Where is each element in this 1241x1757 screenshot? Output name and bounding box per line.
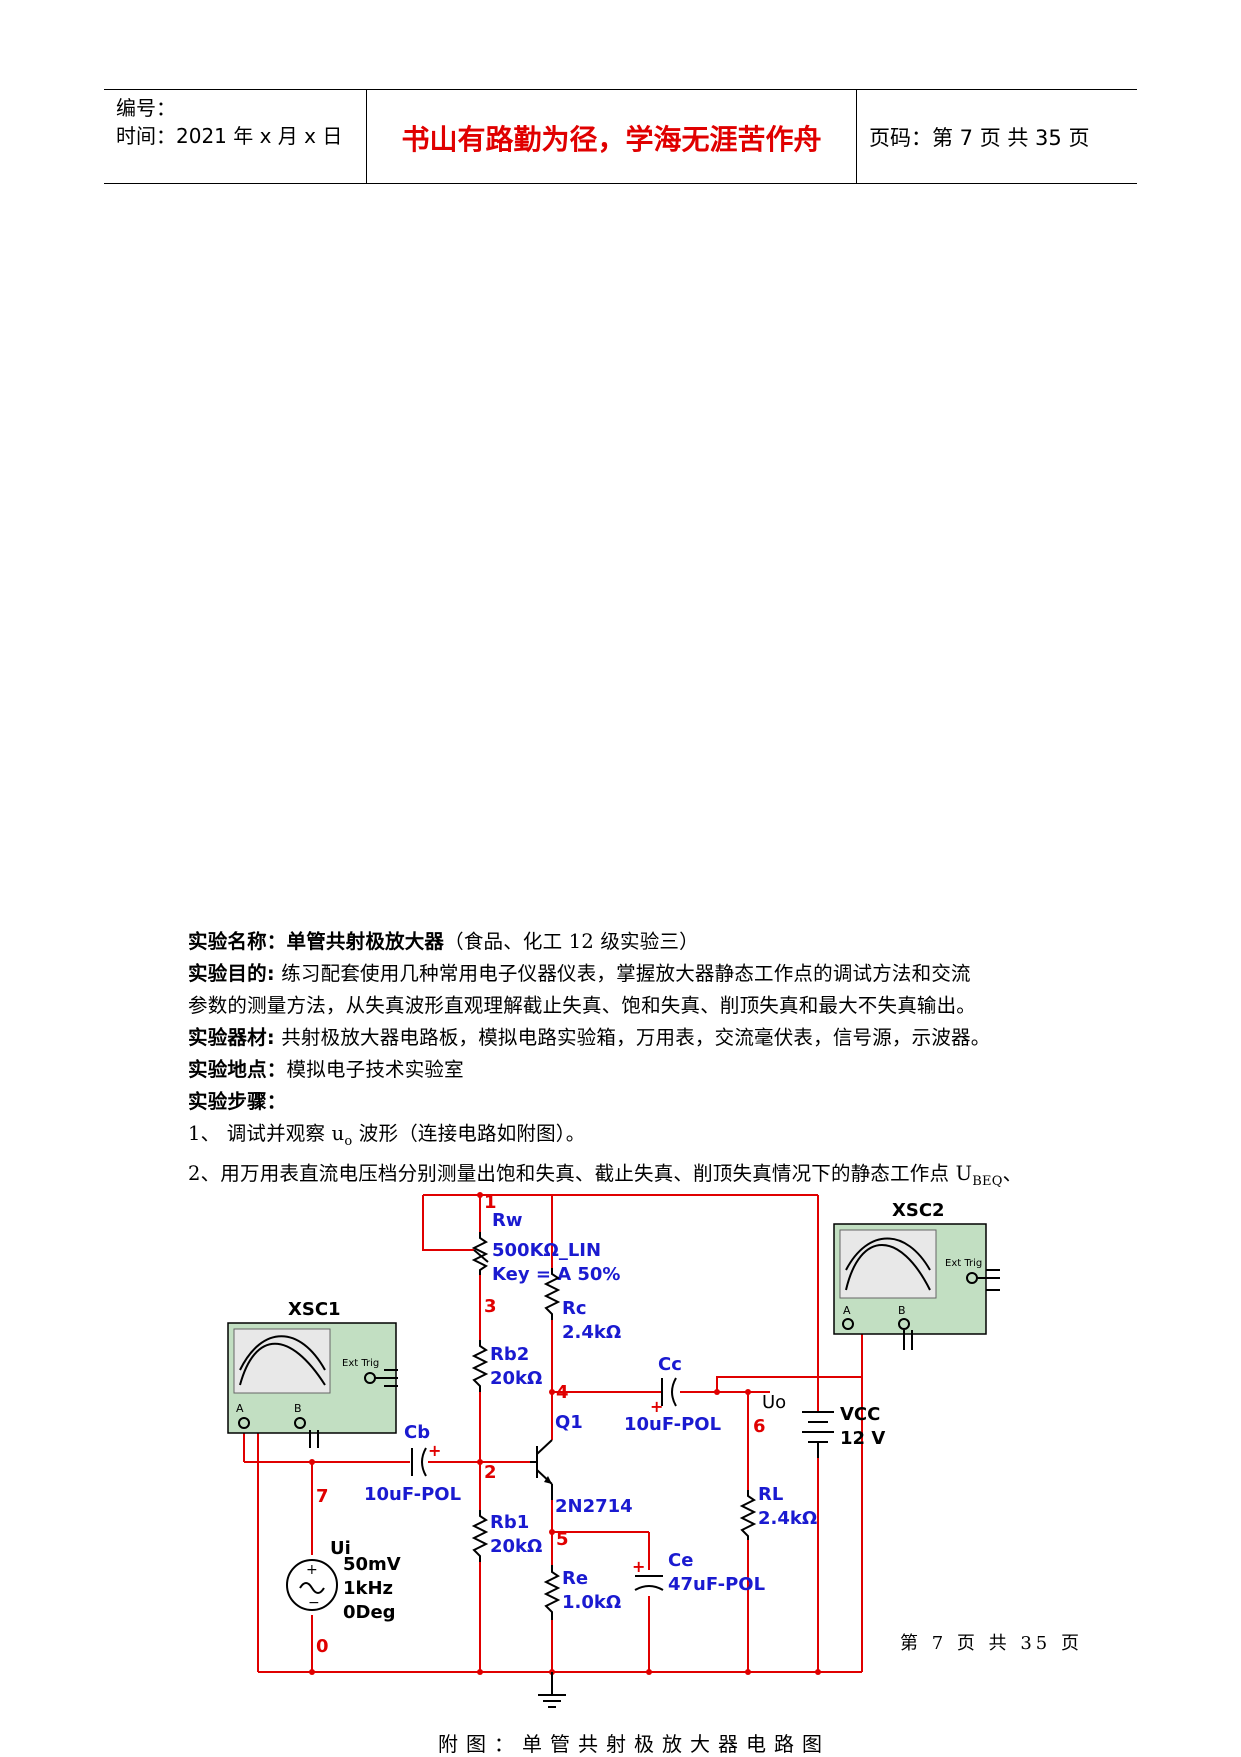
potentiometer-rw: Rw 500KΩ_LIN Key = A 50%	[471, 1210, 620, 1285]
cc-value: 10uF-POL	[624, 1414, 721, 1435]
rb2-value: 20kΩ	[490, 1368, 542, 1389]
resistor-rc: Rc 2.4kΩ	[543, 1268, 621, 1343]
ui-amp: 50mV	[343, 1554, 401, 1575]
node-6: 6	[753, 1416, 766, 1437]
node-5: 5	[556, 1529, 569, 1550]
xsc2-ch-a: A	[843, 1304, 851, 1317]
capacitor-cb: + Cb 10uF-POL	[364, 1422, 461, 1505]
header-right-cell: 页码：第 7 页 共 35 页	[857, 90, 1137, 183]
svg-text:+: +	[306, 1562, 318, 1578]
resistor-rl: RL 2.4kΩ	[739, 1484, 817, 1540]
rc-value: 2.4kΩ	[562, 1322, 621, 1343]
resistor-rb2: Rb2 20kΩ	[471, 1340, 542, 1392]
svg-text:+: +	[428, 1441, 441, 1460]
location-text: 模拟电子技术实验室	[286, 1058, 464, 1081]
header-table: 编号： 时间：2021 年 x 月 x 日 书山有路勤为径，学海无涯苦作舟 页码…	[104, 89, 1137, 184]
rl-value: 2.4kΩ	[758, 1508, 817, 1529]
svg-text:+: +	[632, 1557, 645, 1576]
circuit-wires	[243, 1194, 863, 1673]
node-7: 7	[316, 1486, 329, 1507]
xsc1-ext-trig: Ext Trig	[342, 1358, 379, 1369]
xsc2-ch-b: B	[898, 1304, 906, 1317]
xsc2-ext-trig: Ext Trig	[945, 1258, 982, 1269]
svg-text:−: −	[308, 1595, 320, 1611]
rb1-value: 20kΩ	[490, 1536, 542, 1557]
node-4: 4	[556, 1382, 569, 1403]
re-name: Re	[562, 1568, 588, 1589]
resistor-rb1: Rb1 20kΩ	[471, 1510, 542, 1562]
ground-symbol	[538, 1672, 566, 1708]
purpose-line-1: 实验目的: 练习配套使用几种常用电子仪器仪表，掌握放大器静态工作点的调试方法和交…	[188, 962, 971, 985]
capacitor-cc: + Cc 10uF-POL	[624, 1354, 721, 1435]
rb1-name: Rb1	[490, 1512, 529, 1533]
resistor-re: Re 1.0kΩ	[543, 1565, 621, 1620]
ui-phase: 0Deg	[343, 1602, 396, 1623]
time-label: 时间：2021 年 x 月 x 日	[116, 124, 343, 148]
vcc-value: 12 V	[840, 1428, 885, 1449]
purpose-text-1: 练习配套使用几种常用电子仪器仪表，掌握放大器静态工作点的调试方法和交流	[281, 962, 971, 985]
header-left-cell: 编号： 时间：2021 年 x 月 x 日	[104, 90, 367, 183]
node-0: 0	[316, 1636, 329, 1657]
rc-name: Rc	[562, 1298, 587, 1319]
name-value: 单管共射极放大器	[286, 930, 445, 953]
re-value: 1.0kΩ	[562, 1592, 621, 1613]
node-1: 1	[484, 1192, 497, 1213]
equipment-text: 共射极放大器电路板，模拟电路实验箱，万用表，交流毫伏表，信号源，示波器。	[281, 1026, 991, 1049]
cb-name: Cb	[404, 1422, 430, 1443]
experiment-name-line: 实验名称：单管共射极放大器（食品、化工 12 级实验三）	[188, 926, 1058, 958]
ce-value: 47uF-POL	[668, 1574, 765, 1595]
xsc1-label: XSC1	[288, 1299, 341, 1320]
battery-vcc: VCC 12 V	[802, 1404, 885, 1458]
cc-name: Cc	[658, 1354, 682, 1375]
rl-name: RL	[758, 1484, 783, 1505]
steps-label: 实验步骤：	[188, 1090, 287, 1113]
node-2: 2	[484, 1462, 497, 1483]
location-label: 实验地点：	[188, 1058, 287, 1081]
ce-name: Ce	[668, 1550, 693, 1571]
rw-value: 500KΩ_LIN	[492, 1240, 601, 1261]
equipment-line: 实验器材: 共射极放大器电路板，模拟电路实验箱，万用表，交流毫伏表，信号源，示波…	[188, 1026, 991, 1049]
vcc-name: VCC	[840, 1404, 880, 1425]
oscilloscope-xsc2: XSC2 Ext Trig A B	[833, 1200, 1000, 1350]
name-note: （食品、化工 12 级实验三）	[444, 930, 699, 953]
equipment-label: 实验器材	[188, 1026, 267, 1049]
page-info: 页码：第 7 页 共 35 页	[869, 126, 1090, 150]
number-label: 编号：	[116, 96, 176, 120]
node-3: 3	[484, 1296, 497, 1317]
page-footer: 第 7 页 共 35 页	[900, 1633, 1083, 1654]
step-2: 2、用万用表直流电压档分别测量出饱和失真、截止失真、削顶失真情况下的静态工作点 …	[188, 1161, 1023, 1189]
step-1: 1、 调试并观察 uo 波形（连接电路如附图）。	[188, 1122, 586, 1149]
experiment-text: 实验名称：单管共射极放大器（食品、化工 12 级实验三） 实验目的: 练习配套使…	[188, 926, 1058, 1198]
ui-name: Ui	[330, 1538, 351, 1559]
motto: 书山有路勤为径，学海无涯苦作舟	[401, 123, 822, 156]
rw-key: Key = A 50%	[492, 1264, 620, 1285]
rw-name: Rw	[492, 1210, 523, 1231]
q1-name: Q1	[555, 1412, 583, 1433]
junction-dots	[309, 1192, 821, 1675]
xsc1-ch-b: B	[294, 1402, 302, 1415]
svg-text:+: +	[650, 1397, 663, 1416]
ui-freq: 1kHz	[343, 1578, 393, 1599]
uo-label: Uo	[762, 1392, 786, 1413]
header-motto-cell: 书山有路勤为径，学海无涯苦作舟	[367, 90, 857, 183]
steps-label-line: 实验步骤：	[188, 1086, 1058, 1118]
q1-model: 2N2714	[555, 1496, 633, 1517]
oscilloscope-xsc1: XSC1 Ext Trig A B	[227, 1299, 398, 1448]
transistor-q1: Q1 2N2714	[530, 1412, 633, 1517]
node-numbers: 1 2 3 4 5 6 7 0	[316, 1192, 766, 1657]
location-line: 实验地点：模拟电子技术实验室	[188, 1054, 1058, 1086]
figure-caption: 附图：单管共射极放大器电路图	[438, 1732, 830, 1756]
capacitor-ce: + Ce 47uF-POL	[632, 1550, 765, 1595]
rb2-name: Rb2	[490, 1344, 529, 1365]
purpose-line-2: 参数的测量方法，从失真波形直观理解截止失真、饱和失真、削顶失真和最大不失真输出。	[188, 994, 977, 1017]
xsc2-label: XSC2	[892, 1200, 945, 1221]
xsc1-ch-a: A	[236, 1402, 244, 1415]
name-label: 实验名称：	[188, 930, 287, 953]
signal-source-ui: + − Ui 50mV 1kHz 0Deg	[286, 1538, 401, 1623]
purpose-label: 实验目的	[188, 962, 267, 985]
cb-value: 10uF-POL	[364, 1484, 461, 1505]
